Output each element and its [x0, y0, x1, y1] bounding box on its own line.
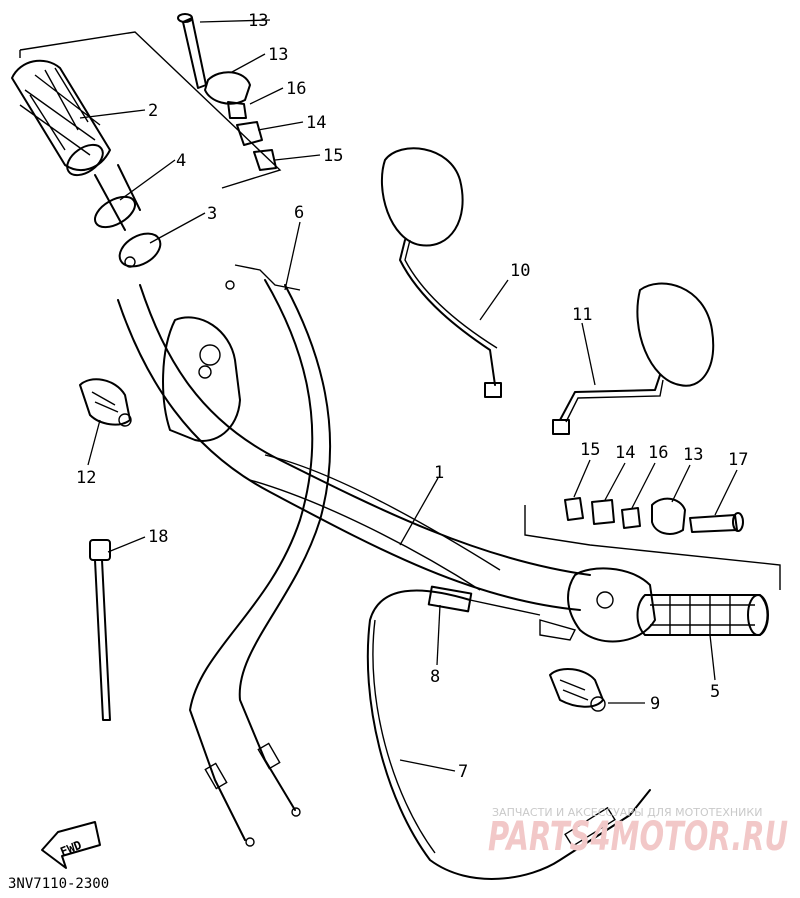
group-bracket-left	[19, 31, 282, 189]
callout-17-right: 17	[728, 450, 748, 470]
watermark-brand: PARTS4MOTOR.RU	[488, 814, 788, 860]
group-bracket-right	[524, 505, 781, 590]
left-switch-part	[79, 378, 132, 427]
callout-3: 3	[207, 204, 217, 224]
callout-16-top: 16	[286, 79, 306, 99]
callout-6: 6	[294, 203, 304, 223]
callout-14-right: 14	[615, 443, 635, 463]
mirror-left	[380, 147, 502, 398]
callout-11: 11	[572, 305, 592, 325]
callout-8: 8	[430, 667, 440, 687]
right-switch-part	[549, 668, 606, 712]
callout-13-top: 13	[268, 45, 288, 65]
callout-2: 2	[148, 101, 158, 121]
callout-18: 18	[148, 527, 168, 547]
right-grip	[636, 594, 769, 636]
cable-tie	[89, 539, 111, 721]
callout-17-top: 13	[248, 11, 268, 31]
clutch-cable	[366, 589, 651, 880]
leader-lines	[79, 19, 738, 772]
handlebar	[117, 284, 591, 611]
callout-7: 7	[458, 762, 468, 782]
fwd-label: FWD	[58, 838, 83, 859]
mirror-right	[552, 282, 715, 435]
left-holder	[118, 232, 162, 268]
callouts: 13 13 16 14 15 2 4 3 6 10 11 12 1 18 8 5…	[76, 11, 748, 782]
callout-1: 1	[434, 463, 444, 483]
callout-14-top: 14	[306, 113, 326, 133]
callout-10: 10	[510, 261, 530, 281]
left-collar	[94, 164, 141, 231]
left-grip	[11, 59, 111, 177]
callout-13-right: 13	[683, 445, 703, 465]
callout-12: 12	[76, 468, 96, 488]
bar-end-set-right	[564, 497, 744, 535]
callout-5: 5	[710, 682, 720, 702]
callout-15-top: 15	[323, 146, 343, 166]
right-switch-housing	[539, 567, 656, 643]
clutch-adjuster	[427, 585, 541, 616]
fwd-arrow: FWD	[41, 821, 101, 869]
bar-end-set-left	[177, 13, 277, 171]
callout-4: 4	[176, 151, 186, 171]
diagram-code: 3NV7110-2300	[8, 876, 109, 892]
watermark-tagline: ЗАПЧАСТИ И АКСЕССУАРЫ ДЛЯ МОТОТЕХНИКИ	[492, 806, 762, 819]
callout-9: 9	[650, 694, 660, 714]
throttle-cables	[189, 264, 332, 847]
callout-16-right: 16	[648, 443, 668, 463]
watermark: ЗАПЧАСТИ И АКСЕССУАРЫ ДЛЯ МОТОТЕХНИКИ PA…	[488, 806, 788, 860]
left-switch-housing	[162, 316, 241, 442]
callout-15-right: 15	[580, 440, 600, 460]
